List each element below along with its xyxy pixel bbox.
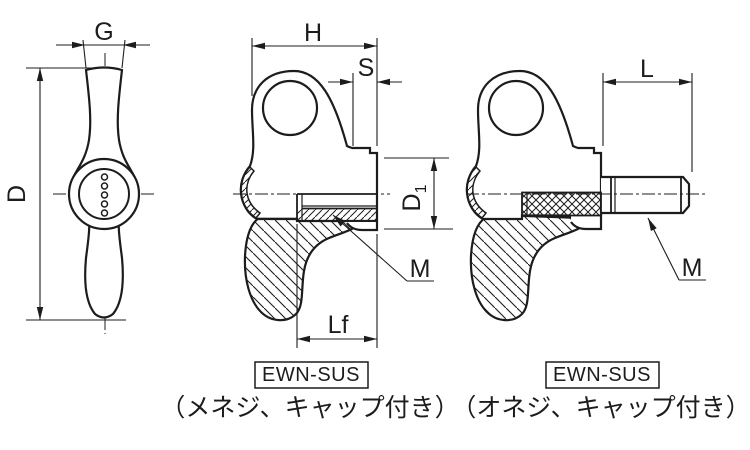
knurl-dots [100, 173, 109, 217]
dim-label-boss-width: S [358, 54, 375, 82]
model-label-female: EWN-SUS [262, 364, 360, 386]
male-thread-view: L M [465, 55, 708, 322]
caption-male-thread: （オネジ、キャップ付き） [451, 394, 750, 422]
leader-M-male [647, 217, 706, 281]
dim-label-outer-diameter: D [3, 185, 31, 203]
arrowhead [377, 78, 390, 86]
stud-outline [601, 175, 691, 215]
arrowhead [36, 307, 44, 320]
dim-label-thread-female: M [410, 255, 431, 283]
arrowhead [297, 335, 310, 343]
dim-G [56, 39, 150, 69]
arrowhead [123, 41, 136, 49]
model-label-male: EWN-SUS [553, 364, 651, 386]
front-view: G D [3, 18, 157, 334]
model-label-box-male [545, 361, 660, 389]
dim-H [251, 38, 378, 146]
dim-D [26, 67, 126, 321]
hub-flange-outline [346, 221, 379, 232]
lower-wing-outline [84, 210, 124, 319]
hub-flange-outline [570, 214, 603, 231]
caption-female-thread: （メネジ、キャップ付き） [160, 394, 459, 422]
wing-hole [487, 79, 545, 137]
arrowhead [72, 41, 85, 49]
dim-label-hub-diameter-subscript: 1 [413, 184, 430, 193]
cap-section-wall [466, 165, 488, 220]
arrowhead [333, 215, 346, 227]
dim-label-wing-width: G [94, 18, 113, 46]
stud-fill [601, 177, 689, 213]
hub-flange-fill [571, 213, 601, 229]
dim-label-thread-male: M [682, 254, 703, 282]
dim-label-hub-diameter: D1 [398, 184, 430, 211]
dim-Lf [296, 224, 378, 348]
arrowhead [36, 68, 44, 81]
dim-D1 [384, 157, 453, 230]
arrowhead [679, 78, 692, 86]
dim-S [328, 73, 402, 146]
sectioned-lower-wing [243, 212, 358, 322]
thread-hatch-band [297, 208, 377, 221]
arrowhead [430, 216, 438, 229]
arrowhead [603, 78, 616, 86]
dim-L [602, 73, 693, 172]
upper-wing-outline [72, 66, 136, 178]
sectioned-lower-wing [469, 212, 584, 322]
arrowhead [252, 42, 265, 50]
arrowhead [364, 335, 377, 343]
model-label-box-female [254, 361, 369, 389]
dim-label-hub-diameter-main: D [398, 193, 426, 211]
arrowhead [648, 218, 657, 231]
wing-hole [261, 79, 319, 137]
stud-thread-lines [610, 177, 682, 213]
dim-label-thread-depth: Lf [328, 311, 349, 339]
female-thread-section-view: H S D1 Lf [233, 19, 453, 348]
leader-M-female [332, 214, 434, 282]
dim-label-thread-length: L [640, 55, 654, 83]
arrowhead [430, 158, 438, 171]
model-labels: EWN-SUS EWN-SUS （メネジ、キャップ付き） （オネジ、キャップ付き… [160, 361, 750, 422]
arrowhead [364, 42, 377, 50]
cap-section-wall [240, 165, 262, 220]
knurl-band [521, 191, 602, 217]
dim-label-head-height: H [304, 19, 322, 47]
arrowhead [340, 78, 353, 86]
